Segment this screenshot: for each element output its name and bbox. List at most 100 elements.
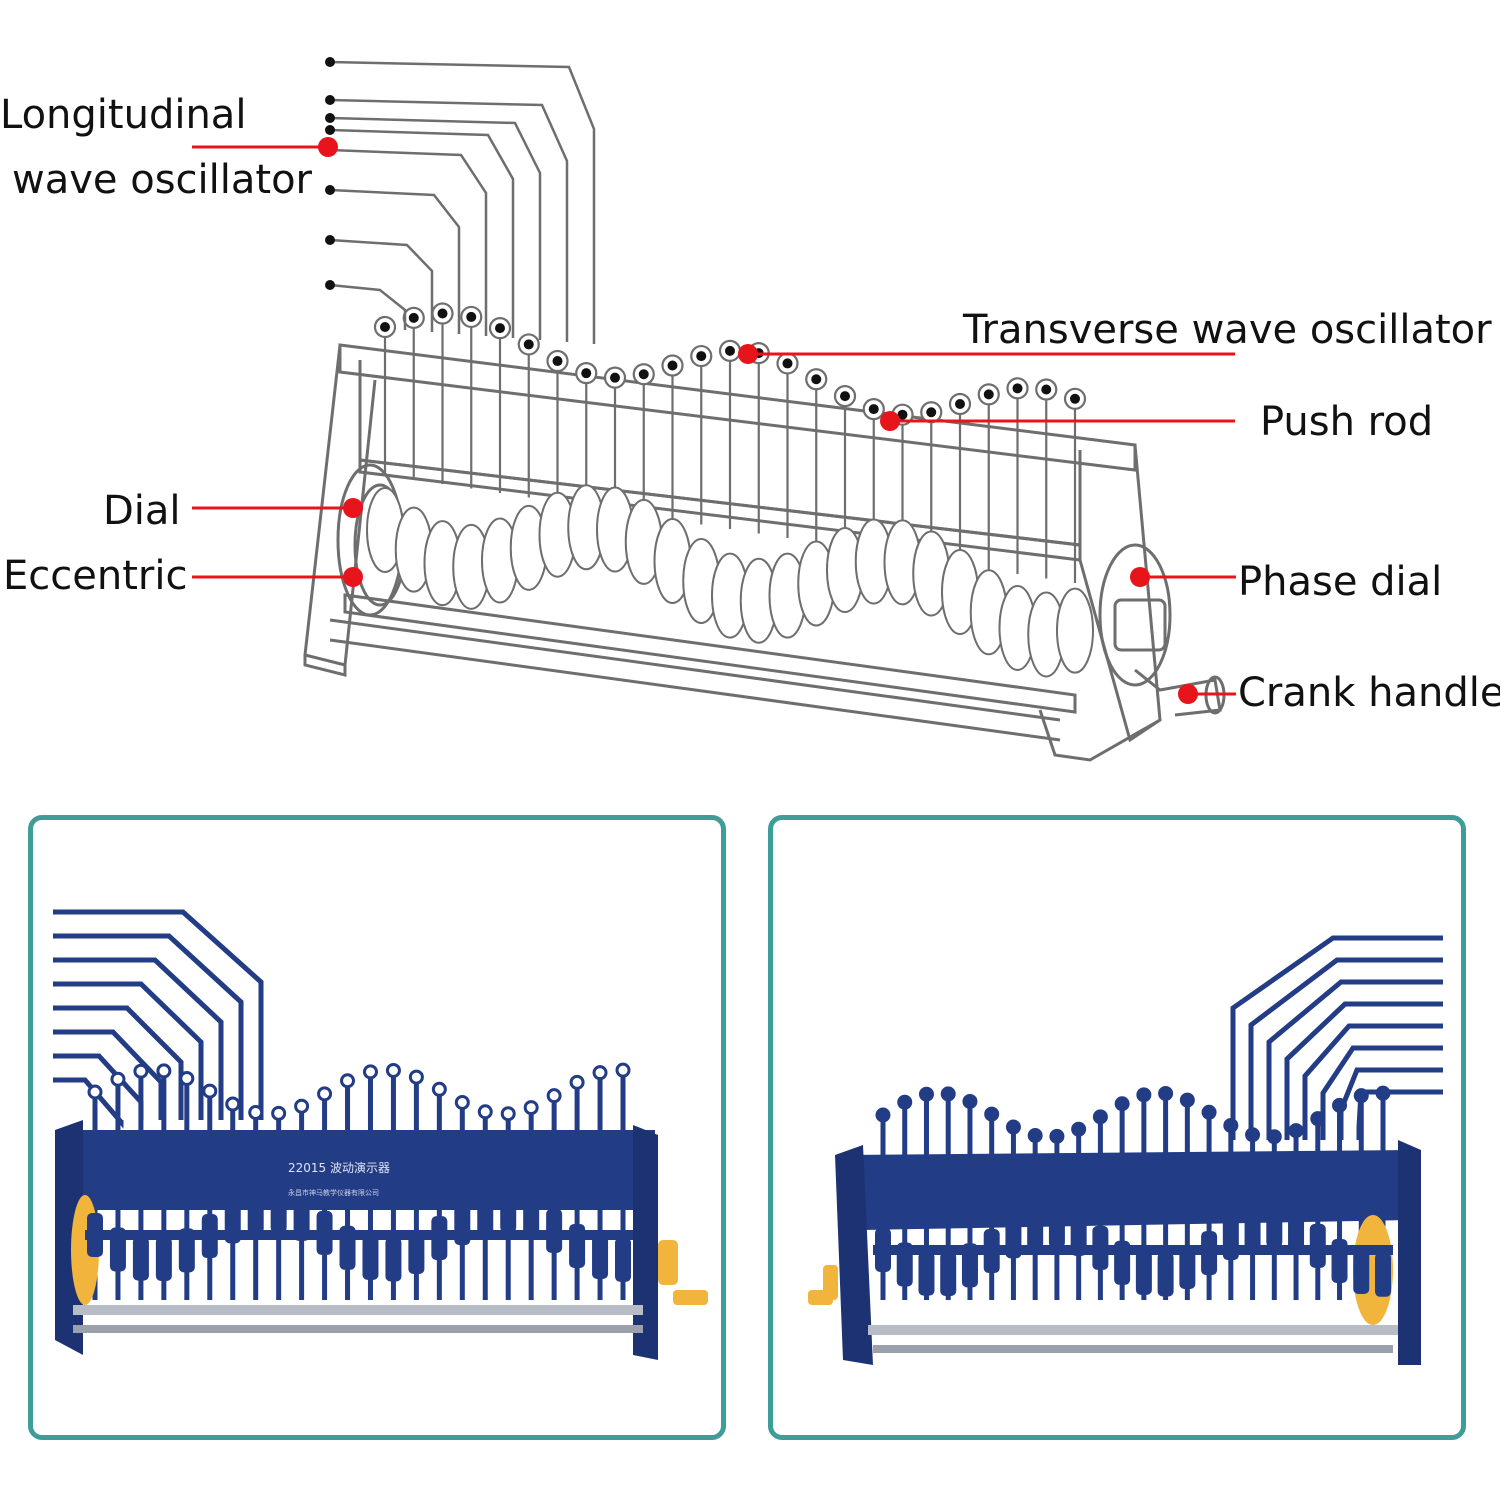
photo-panel-left: 22015 波动演示器 永昌市神马教学仪器有限公司 [28,815,726,1440]
rod-tip [340,1073,356,1089]
rod-tip [408,1069,424,1085]
oscillator-ball [868,404,879,415]
wire-tip [325,125,335,135]
longitudinal-wire [329,116,542,340]
rod-tip [133,1063,149,1079]
longitudinal-wire [329,238,434,332]
oscillator-ball [696,351,707,362]
longitudinal-label-line2: wave oscillator [12,157,312,203]
rod-tip [569,1074,585,1090]
oscillator-ball [638,369,649,380]
wire-tip [325,57,335,67]
rod-tip [1201,1104,1217,1120]
oscillator-ball [782,358,793,369]
longitudinal-wire [53,909,264,1120]
rod-tip [592,1065,608,1081]
rod-tip [1114,1096,1130,1112]
oscillator-ball [983,389,994,400]
rod-tip [984,1106,1000,1122]
longitudinal-wire [1338,1067,1443,1140]
rod-tip [477,1104,493,1120]
rod-tip [317,1086,333,1102]
oscillator-ball [495,323,505,334]
rod-tip [500,1106,516,1122]
longitudinal-label-line1: Longitudinal [0,92,247,138]
rod-tip [110,1071,126,1087]
rod-tip [294,1098,310,1114]
eccentric [523,1195,540,1240]
rod-tip [1332,1097,1348,1113]
eccentric-disc [1056,587,1094,674]
longitudinal-wire [329,60,596,344]
eccentric [1048,1203,1065,1248]
rod-tip [1353,1088,1369,1104]
dial-callout-dot [343,498,363,518]
rod-tip [875,1107,891,1123]
eccentric [270,1188,287,1233]
rod-tip [225,1096,241,1112]
eccentrics-row [85,1188,633,1282]
photo-panel-right [768,815,1466,1440]
oscillator-ball [725,345,735,356]
rod-tip [1071,1121,1087,1137]
eccentric [592,1234,609,1279]
rod-tip [271,1105,287,1121]
oscillator-ball [408,312,419,323]
eccentric [362,1235,379,1280]
oscillator-ball [926,407,937,418]
longitudinal-wire [53,1029,164,1120]
eccentric [247,1189,264,1234]
maker-imprint: 永昌市神马教学仪器有限公司 [288,1188,379,1197]
longitudinal-wire [329,128,515,338]
rod-tip [1179,1092,1195,1108]
eccentric [1135,1250,1152,1295]
oscillator-ball [610,372,620,383]
oscillator-ball [437,308,448,319]
longitudinal-callout-dot [318,137,338,157]
crank-handle-label: Crank handle [1238,670,1500,716]
rod-tip [546,1088,562,1104]
rod-tip [248,1104,264,1120]
push-rods [373,302,1087,583]
rod-tip [179,1070,195,1086]
rod-tip [1049,1128,1065,1144]
rod-tip [1005,1119,1021,1135]
eccentric [1070,1211,1087,1256]
longitudinal-wire [1248,957,1443,1140]
eccentrics-row [873,1203,1393,1297]
rod-tip [897,1094,913,1110]
oscillator-ball [811,374,822,385]
oscillator-ball [380,322,390,332]
rod-tip [454,1094,470,1110]
longitudinal-wire [1302,1023,1443,1140]
longitudinal-wire [1230,935,1443,1140]
eccentric [385,1237,402,1282]
phase-dial-callout-dot [1130,567,1150,587]
wire-tip [325,280,335,290]
device-photo-back [808,935,1443,1365]
rod-tip [940,1086,956,1102]
oscillator-ball [897,409,908,420]
push-rod-callout-dot [880,411,900,431]
eccentric [918,1251,935,1296]
eccentric [132,1236,149,1281]
rod-tip [1092,1109,1108,1125]
rod-tip [1027,1127,1043,1143]
transverse-callout-dot [738,344,758,364]
oscillator-ball [523,339,534,350]
rod-tip [431,1081,447,1097]
eccentric [1157,1252,1174,1297]
oscillator-ball [552,356,563,367]
eccentric [615,1237,631,1282]
phase-dial-label: Phase dial [1238,559,1443,605]
eccentric [293,1196,310,1241]
longitudinal-wire [53,1005,184,1120]
rod-tip [362,1064,378,1080]
eccentric [1027,1204,1044,1249]
longitudinal-wire [53,981,204,1120]
eccentric [1375,1252,1391,1297]
oscillator-ball [1070,393,1080,404]
rod-tip [1375,1085,1391,1101]
oscillator-ball [955,398,965,409]
oscillator-ball [840,391,850,402]
